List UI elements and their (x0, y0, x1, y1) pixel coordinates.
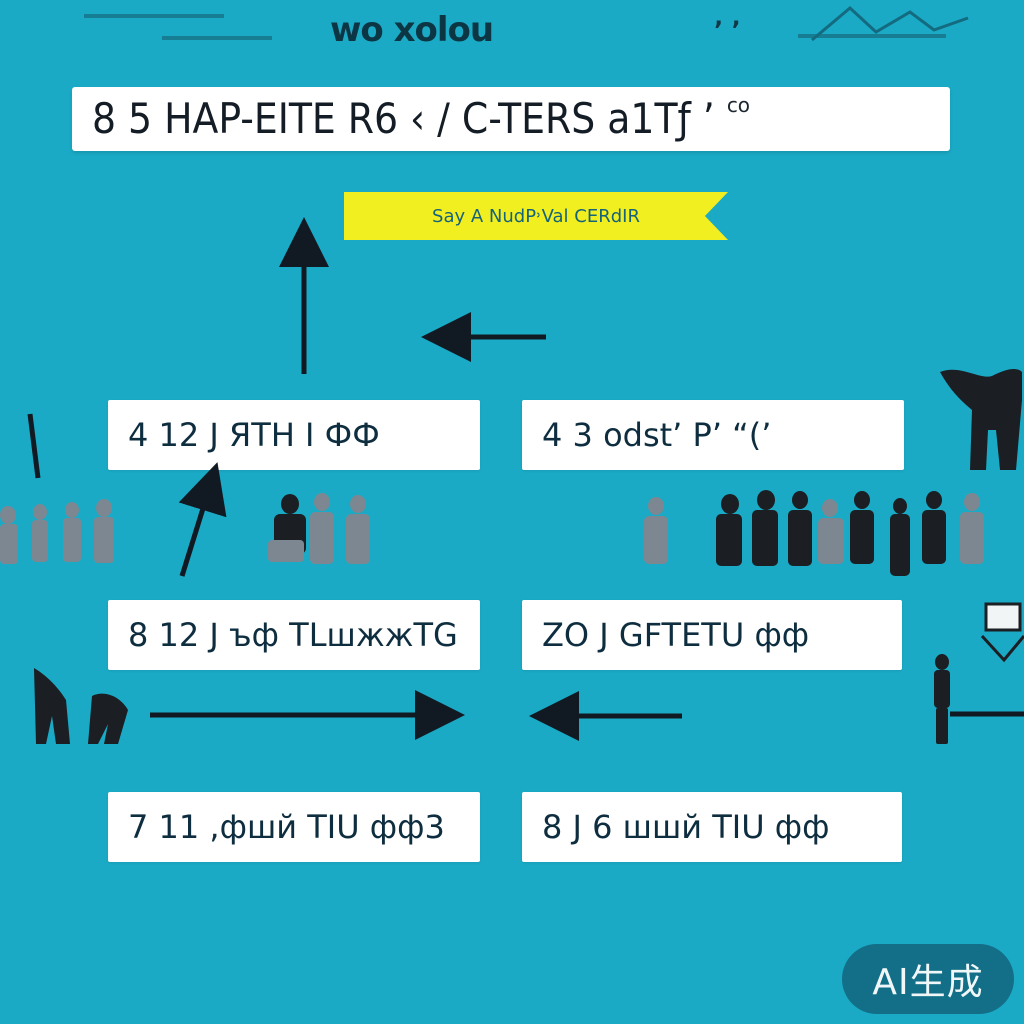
figure-top-right (940, 369, 1022, 470)
title-bar: 8 5 HAP-EITE R6 ‹ / C-TERS a1Tƒ ’ co (72, 87, 950, 151)
label-box-right-2: ZO J GFTETU фф (522, 600, 902, 670)
label-box-left-3: 7 11 ,фшй TIU фф3 (108, 792, 480, 862)
label-right-2: ZO J GFTETU фф (542, 616, 810, 654)
label-box-left-1: 4 12 J ЯTH I ФФ (108, 400, 480, 470)
people-group-right (716, 490, 946, 576)
people-group-mid (268, 494, 306, 562)
arrow-diagonal-icon (178, 462, 227, 577)
people-group-left (0, 499, 114, 564)
figure-lower-right (934, 654, 950, 744)
ai-generated-badge: AI生成 (842, 944, 1014, 1014)
label-box-right-3: 8 J 6 шшй TIU фф (522, 792, 902, 862)
corner-mark: ’ ’ (714, 16, 741, 44)
label-left-3: 7 11 ,фшй TIU фф3 (128, 808, 445, 846)
label-right-3: 8 J 6 шшй TIU фф (542, 808, 830, 846)
people-group-mid-2 (310, 493, 370, 564)
label-left-1: 4 12 J ЯTH I ФФ (128, 416, 380, 454)
label-box-left-2: 8 12 J ъф TLшжжTG (108, 600, 480, 670)
title-superscript: co (726, 93, 751, 117)
title-text: 8 5 HAP-EITE R6 ‹ / C-TERS a1Tƒ ’ (92, 94, 715, 143)
top-left-line-2 (162, 36, 272, 40)
header-word: wo xolou (330, 12, 494, 48)
label-box-right-1: 4 3 odst’ Р’ “(’ (522, 400, 904, 470)
label-right-1: 4 3 odst’ Р’ “(’ (542, 416, 772, 454)
banner: Say A NudP˒Val CERdIR (344, 192, 728, 240)
side-tick-left (27, 413, 41, 479)
top-right-line (798, 34, 946, 38)
label-left-2: 8 12 J ъф TLшжжTG (128, 616, 458, 654)
top-left-line (84, 14, 224, 18)
figure-lower-left (34, 668, 128, 744)
people-group-right-grey (644, 493, 984, 564)
device-icon (980, 602, 1024, 663)
